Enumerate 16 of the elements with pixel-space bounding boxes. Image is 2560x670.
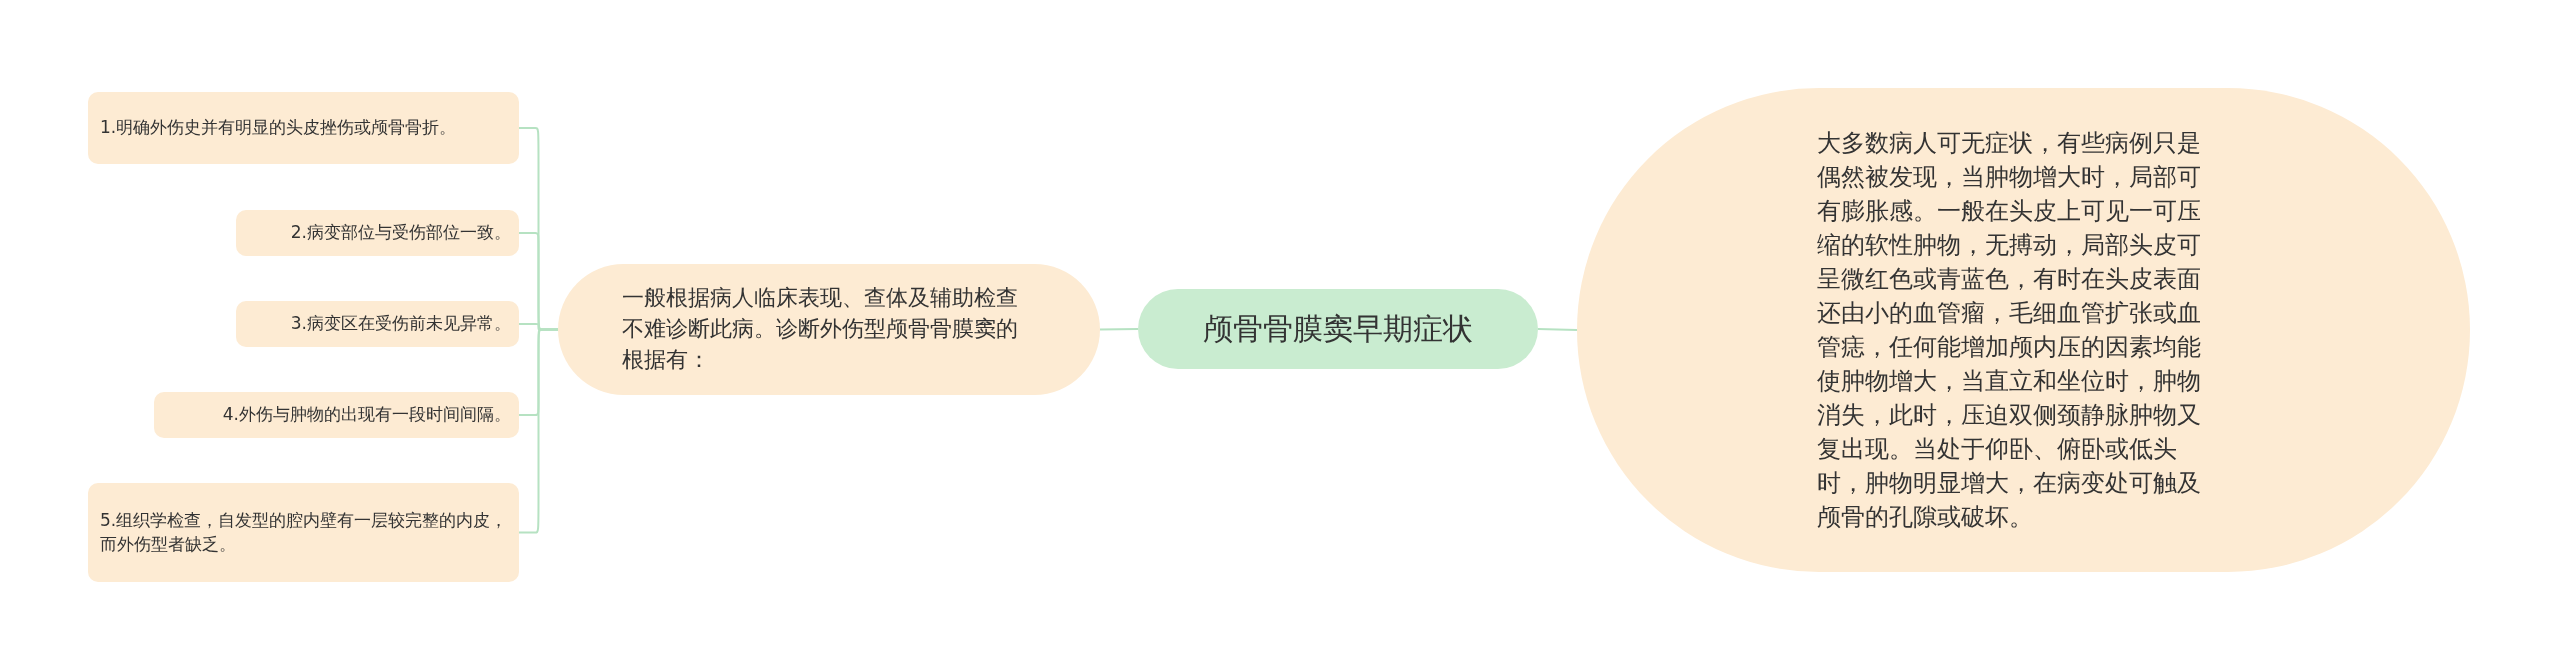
node-text: 大多数病人可无症状，有些病例只是偶然被发现，当肿物增大时，局部可有膨胀感。一般在头皮上可见一可压缩的软性肿物，无搏动，局部头皮可呈微红色或青蓝色，有时在头皮表面还由小的血管瘤，毛细血管扩张或血管痣，任何能增加颅内压的因素均能使肿物增大，当直立和坐位时，肿物消失，此时，压迫双侧颈静脉肿物又复出现。当处于仰卧、俯卧或低头时，肿物明显增大，在病变处可触及颅骨的孔隙或破坏。 bbox=[1817, 127, 2202, 534]
connector bbox=[518, 328, 559, 534]
text-box bbox=[236, 210, 519, 256]
node-text: 颅骨骨膜窦早期症状 bbox=[1203, 310, 1473, 348]
node-text: 1.明确外伤史并有明显的头皮挫伤或颅骨骨折。 bbox=[100, 116, 457, 140]
connector bbox=[1537, 328, 1578, 331]
text-box bbox=[236, 301, 519, 347]
node-text: 3.病变区在受伤前未见异常。 bbox=[290, 312, 511, 336]
text-box bbox=[88, 92, 519, 164]
connector bbox=[1099, 328, 1139, 331]
node-text: 5.组织学检查，自发型的腔内壁有一层较完整的内皮，而外伤型者缺乏。 bbox=[100, 508, 509, 556]
node-text: 2.病变部位与受伤部位一致。 bbox=[290, 221, 511, 245]
text-box bbox=[154, 392, 519, 438]
text-box bbox=[88, 483, 519, 582]
node-text: 一般根据病人临床表现、查体及辅助检查不难诊断此病。诊断外伤型颅骨骨膜窦的根据有： bbox=[622, 284, 1019, 374]
node-text: 4.外伤与肿物的出现有一段时间间隔。 bbox=[222, 403, 511, 427]
